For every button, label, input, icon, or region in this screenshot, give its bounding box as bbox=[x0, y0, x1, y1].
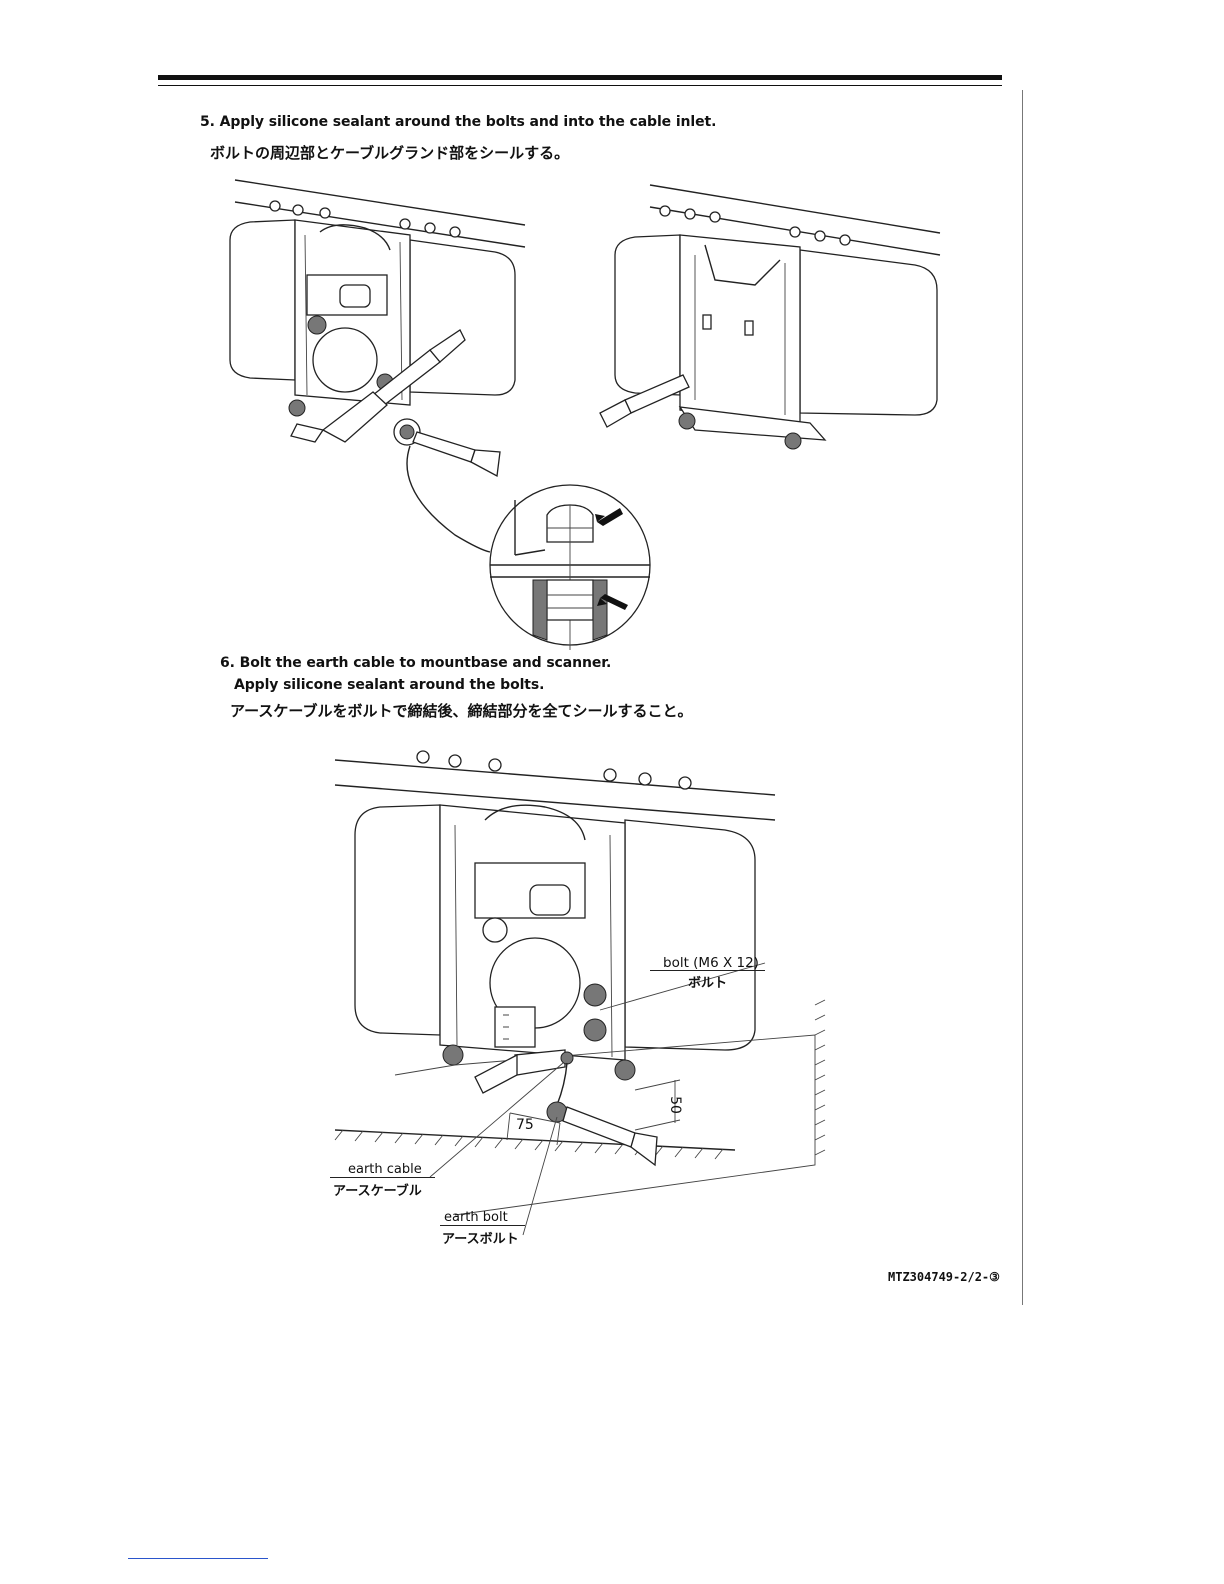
figure-earth-cable bbox=[335, 745, 835, 1205]
label-bolt-jp: ボルト bbox=[688, 972, 727, 991]
step6-instruction-en-2: Apply silicone sealant around the bolts. bbox=[234, 677, 544, 693]
step5-instruction-jp: ボルトの周辺部とケーブルグランド部をシールする。 bbox=[210, 142, 569, 163]
figure-scanner-left bbox=[225, 180, 535, 480]
figure-scanner-right bbox=[595, 185, 945, 455]
margin-rule bbox=[1022, 90, 1023, 1305]
label-earth-bolt-underline bbox=[440, 1225, 525, 1226]
label-earth-bolt-jp: アースボルト bbox=[442, 1228, 519, 1247]
label-bolt-underline bbox=[650, 970, 765, 971]
figure-bolt-detail bbox=[485, 480, 655, 650]
step6-instruction-en-1: 6. Bolt the earth cable to mountbase and… bbox=[220, 655, 611, 671]
footer-rule bbox=[128, 1558, 268, 1559]
step5-instruction-en: 5. Apply silicone sealant around the bol… bbox=[200, 114, 716, 130]
label-earth-cable-en: earth cable bbox=[348, 1162, 422, 1177]
header-rule-thin bbox=[158, 85, 1002, 86]
header-rule-thick bbox=[158, 75, 1002, 80]
dimension-75: 75 bbox=[516, 1117, 534, 1133]
label-earth-cable-underline bbox=[330, 1177, 435, 1178]
drawing-code: MTZ304749-2/2-③ bbox=[888, 1270, 1000, 1284]
dimension-50: 50 bbox=[667, 1096, 683, 1114]
label-bolt-en: bolt (M6 X 12) bbox=[663, 955, 759, 971]
label-earth-cable-jp: アースケーブル bbox=[333, 1180, 422, 1199]
step6-instruction-jp: アースケーブルをボルトで締結後、締結部分を全てシールすること。 bbox=[230, 700, 692, 721]
label-earth-bolt-en: earth bolt bbox=[444, 1210, 508, 1225]
